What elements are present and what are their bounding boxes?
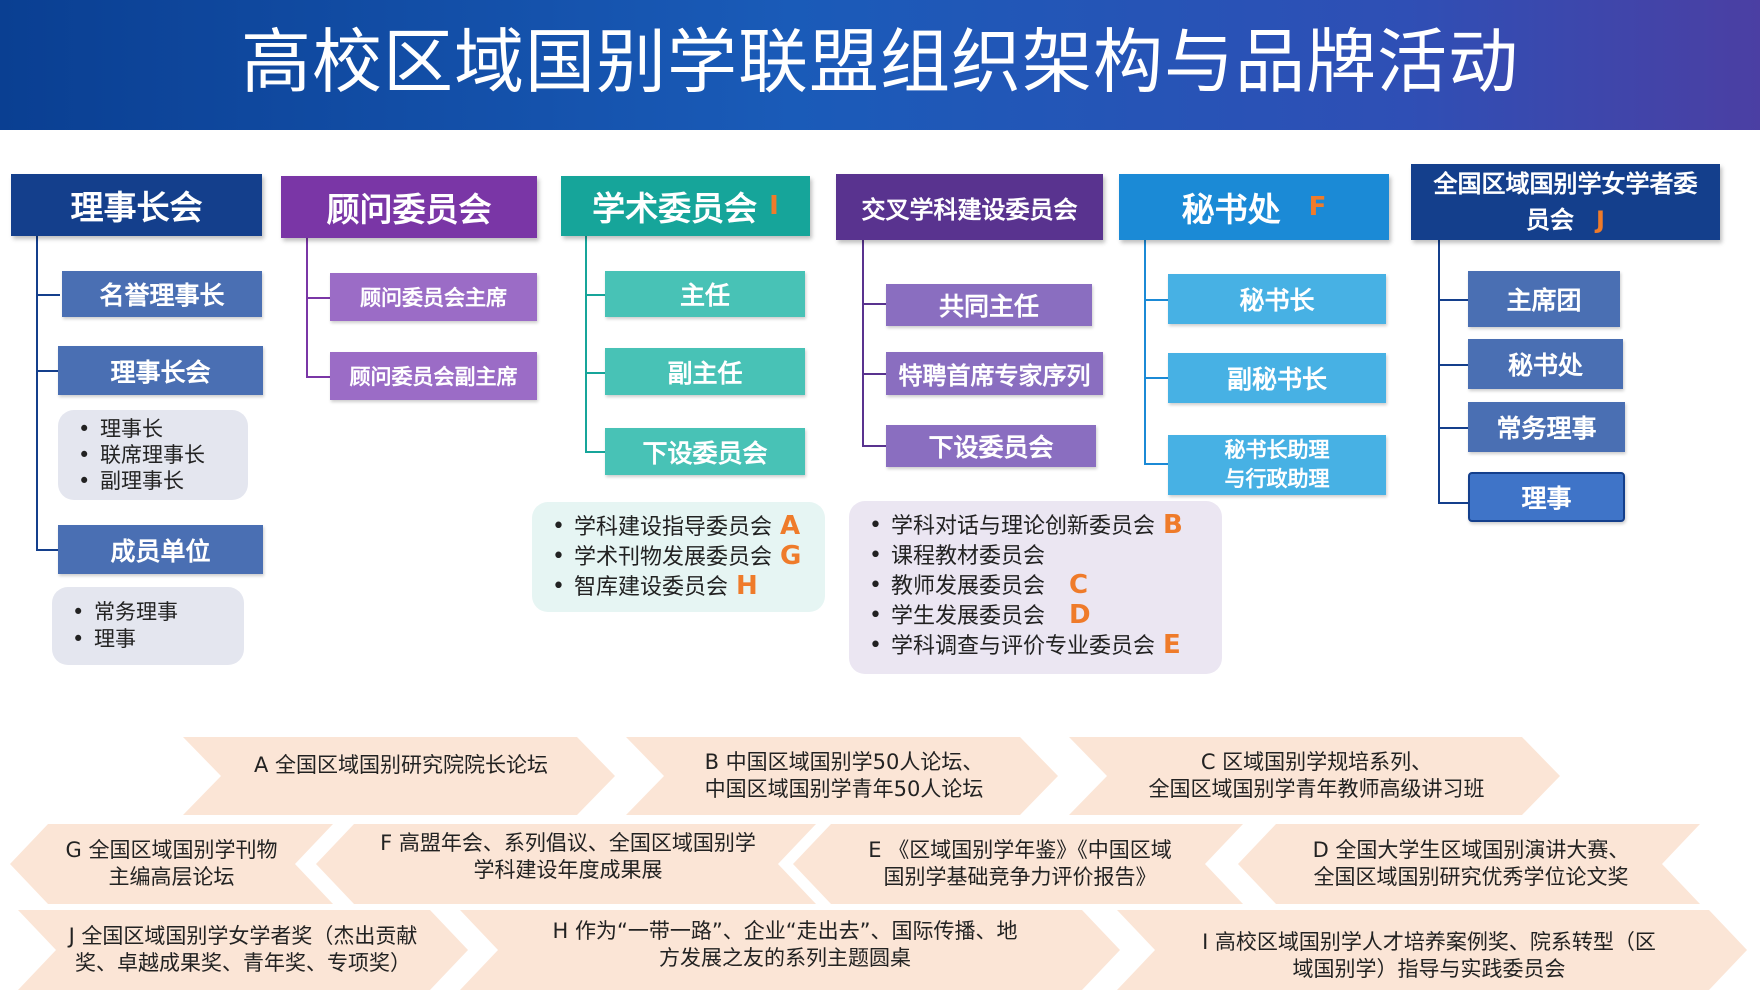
- advisory-title: 顾问委员会: [326, 190, 492, 229]
- council-title: 理事长会: [70, 188, 203, 227]
- list-item: 常务理事: [64, 599, 244, 626]
- advisory-item-chair[interactable]: 顾问委员会主席: [330, 273, 537, 321]
- cross-connector: [862, 240, 864, 446]
- activity-arrow-j: J 全国区域国别学女学者奖（杰出贡献 奖、卓越成果奖、青年奖、专项奖）: [18, 910, 468, 990]
- women-connector: [1438, 240, 1440, 504]
- member-list-panel: 常务理事 理事: [52, 587, 244, 665]
- academic-branch: [585, 372, 605, 374]
- women-item-presidium[interactable]: 主席团: [1468, 271, 1620, 327]
- secretariat-branch: [1144, 299, 1168, 301]
- academic-item-sub-committees[interactable]: 下设委员会: [605, 428, 805, 475]
- council-branch: [36, 549, 60, 551]
- academic-code: I: [769, 191, 779, 221]
- academic-header[interactable]: 学术委员会 I: [561, 176, 810, 236]
- activity-arrow-i: I 高校区域国别学人才培养案例奖、院系转型（区 域国别学）指导与实践委员会: [1117, 910, 1747, 990]
- advisory-connector: [306, 238, 308, 378]
- advisory-branch: [306, 376, 330, 378]
- secretariat-title: 秘书处: [1181, 190, 1281, 229]
- secretariat-item-deputy-secretary[interactable]: 副秘书长: [1168, 353, 1386, 403]
- cross-header[interactable]: 交叉学科建设委员会: [836, 174, 1103, 240]
- council-branch: [36, 370, 60, 372]
- women-title-line1: 全国区域国别学女学者委: [1433, 170, 1698, 198]
- secretariat-connector: [1144, 240, 1146, 465]
- cross-branch: [862, 303, 886, 305]
- secretariat-branch: [1144, 377, 1168, 379]
- secretariat-code: F: [1308, 192, 1327, 222]
- secretariat-item-assistants[interactable]: 秘书长助理 与行政助理: [1168, 435, 1386, 495]
- council-item-member-units[interactable]: 成员单位: [58, 525, 263, 574]
- cross-branch: [862, 373, 886, 375]
- activity-arrow-c: C 区域国别学规培系列、 全国区域国别学青年教师高级讲习班: [1069, 737, 1560, 815]
- women-item-directors[interactable]: 理事: [1468, 472, 1625, 522]
- women-item-secretariat[interactable]: 秘书处: [1468, 339, 1623, 389]
- list-item: 课程教材委员会: [861, 541, 1222, 571]
- list-item: 副理事长: [70, 468, 248, 494]
- advisory-item-vice-chair[interactable]: 顾问委员会副主席: [330, 352, 537, 400]
- activity-arrow-f: F 高盟年会、系列倡议、全国区域国别学 学科建设年度成果展: [316, 824, 816, 904]
- advisory-header[interactable]: 顾问委员会: [281, 176, 537, 238]
- activity-arrow-d: D 全国大学生区域国别演讲大赛、 全国区域国别研究优秀学位论文奖: [1238, 824, 1700, 904]
- activity-arrow-a: A 全国区域国别研究院院长论坛: [183, 737, 615, 815]
- cross-branch: [862, 445, 886, 447]
- activity-arrow-h: H 作为“一带一路”、企业“走出去”、国际传播、地 方发展之友的系列主题圆桌: [460, 910, 1120, 990]
- cross-item-co-director[interactable]: 共同主任: [886, 284, 1092, 326]
- activity-arrow-b: B 中国区域国别学50人论坛、 中国区域国别学青年50人论坛: [626, 737, 1058, 815]
- secretariat-branch: [1144, 463, 1168, 465]
- women-branch: [1438, 299, 1468, 301]
- academic-title: 学术委员会: [592, 189, 758, 228]
- title-banner: [0, 0, 1760, 130]
- council-branch: [36, 294, 60, 296]
- women-branch: [1438, 427, 1468, 429]
- council-connector: [36, 236, 38, 550]
- council-header[interactable]: 理事长会: [11, 174, 262, 236]
- advisory-branch: [306, 297, 330, 299]
- academic-branch: [585, 451, 605, 453]
- academic-branch: [585, 294, 605, 296]
- cross-title: 交叉学科建设委员会: [861, 195, 1078, 224]
- secretariat-item-secretary-general[interactable]: 秘书长: [1168, 274, 1386, 324]
- women-branch: [1438, 364, 1468, 366]
- council-item-chair-council[interactable]: 理事长会: [58, 346, 263, 395]
- women-branch: [1438, 502, 1468, 504]
- secretariat-header[interactable]: 秘书处 F: [1119, 174, 1389, 240]
- council-item-honorary-chair[interactable]: 名誉理事长: [62, 271, 262, 317]
- list-item: 联席理事长: [70, 442, 248, 468]
- academic-item-director[interactable]: 主任: [605, 271, 805, 317]
- academic-connector: [585, 236, 587, 452]
- activity-arrow-e: E 《区域国别学年鉴》《中国区域 国别学基础竞争力评价报告》: [793, 824, 1243, 904]
- cross-item-chief-experts[interactable]: 特聘首席专家序列: [886, 352, 1103, 395]
- women-item-standing-directors[interactable]: 常务理事: [1468, 402, 1625, 452]
- list-item: 理事长: [70, 416, 248, 442]
- list-item: 理事: [64, 626, 244, 653]
- women-code: J: [1596, 206, 1605, 234]
- cross-item-sub-committees[interactable]: 下设委员会: [886, 425, 1096, 467]
- academic-item-deputy-director[interactable]: 副主任: [605, 348, 805, 395]
- page-title: 高校区域国别学联盟组织架构与品牌活动: [241, 21, 1519, 103]
- council-list-panel: 理事长 联席理事长 副理事长: [58, 410, 248, 500]
- activity-arrow-g: G 全国区域国别学刊物 主编高层论坛: [10, 824, 333, 904]
